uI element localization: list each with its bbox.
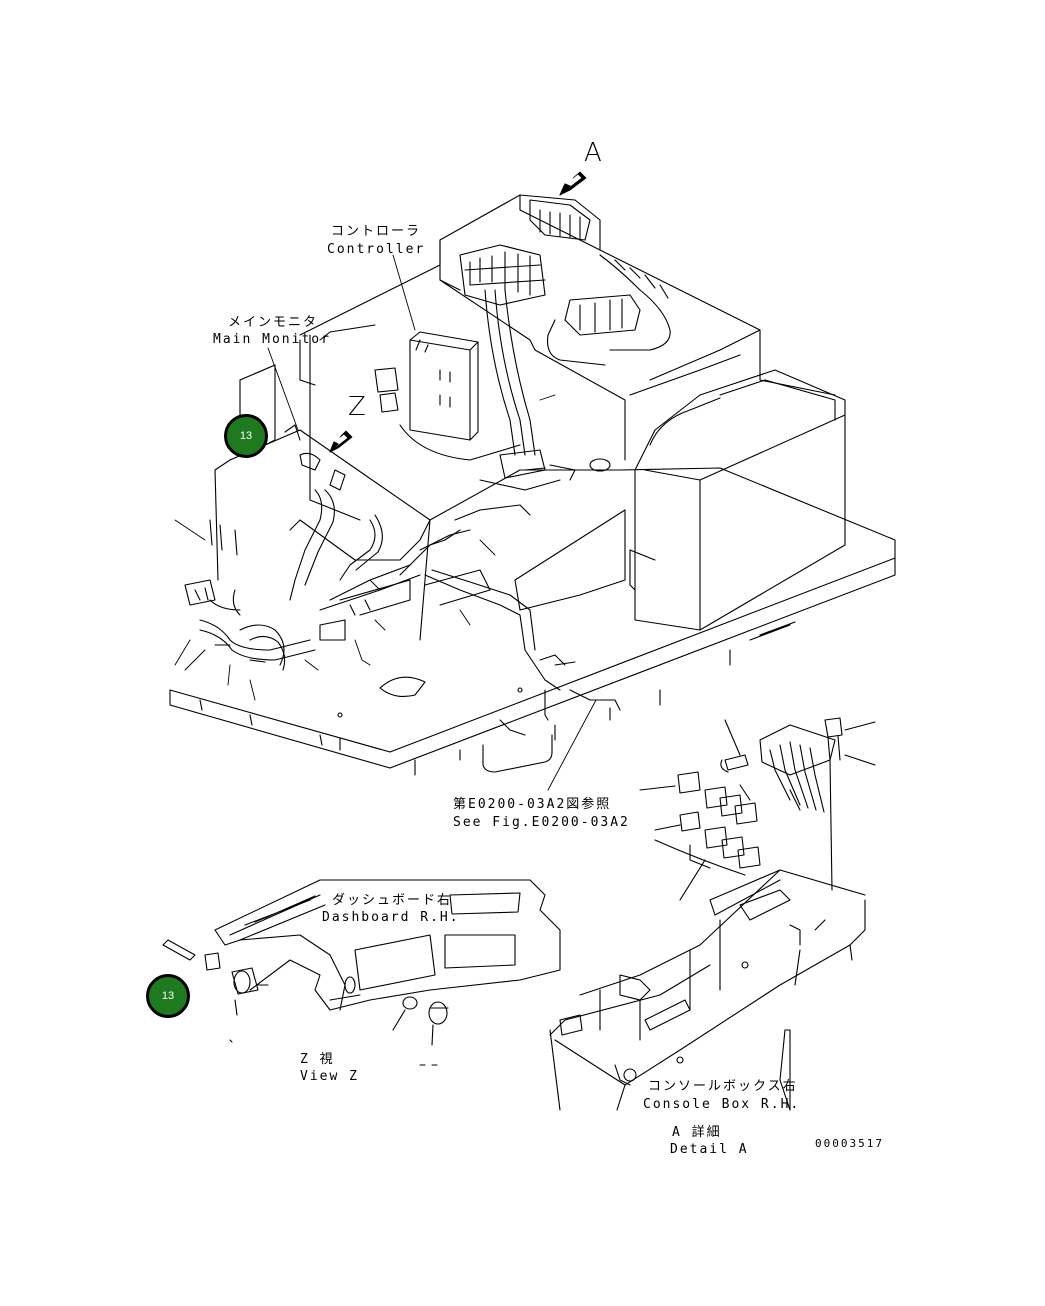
view-z-label-en: View Z: [300, 1069, 359, 1084]
left-side-panel: [184, 364, 491, 671]
console-box-label-jp: コンソールボックス右: [648, 1079, 798, 1094]
view-z-label-jp: Z 視: [300, 1052, 335, 1067]
see-fig-label-jp: 第E0200-03A2図参照: [453, 797, 612, 812]
part-callout-13-main[interactable]: 13: [224, 414, 268, 458]
dashboard-label-en: Dashboard R.H.: [322, 910, 460, 925]
view-arrows: [329, 171, 587, 453]
part-callout-13-view-z[interactable]: 13: [146, 974, 190, 1018]
view-z-marker: Z: [348, 392, 366, 422]
cable-harness: [319, 289, 621, 736]
detail-a-label-jp: A 詳細: [672, 1125, 722, 1140]
cab-floor-plate: [169, 467, 896, 776]
view-z-dashboard: [162, 879, 561, 1066]
relay-block: [459, 199, 671, 366]
leader-lines: [174, 254, 597, 791]
controller-box: [374, 331, 521, 461]
main-monitor-label-en: Main Monitor: [213, 332, 331, 347]
dashboard-label-jp: ダッシュボード右: [332, 893, 453, 908]
view-a-marker: A: [584, 138, 602, 168]
main-monitor-label-jp: メインモニタ: [228, 315, 319, 330]
seat-cabinet: [514, 369, 846, 641]
controller-label-en: Controller: [327, 242, 426, 257]
controller-label-jp: コントローラ: [331, 224, 422, 239]
drawing-number: 00003517: [815, 1137, 884, 1150]
detail-a-assembly: [549, 717, 876, 1111]
detail-a-label-en: Detail A: [670, 1142, 749, 1157]
console-box-label-en: Console Box R.H.: [643, 1097, 801, 1112]
see-fig-label-en: See Fig.E0200-03A2: [453, 815, 630, 830]
